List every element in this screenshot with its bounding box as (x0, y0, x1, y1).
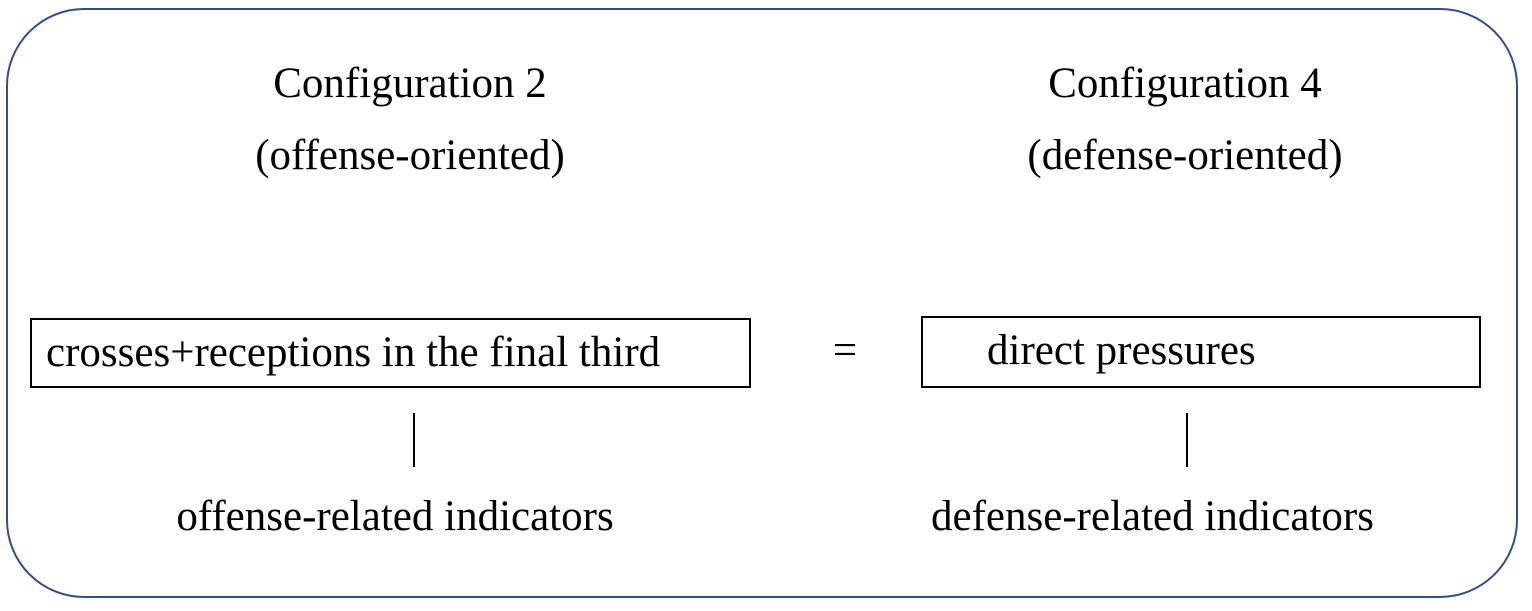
configuration-2-heading: Configuration 2 (offense-oriented) (210, 48, 610, 192)
configuration-2-title: Configuration 2 (273, 60, 547, 107)
equals-sign: = (832, 327, 858, 374)
configuration-4-subtitle: (defense-oriented) (1027, 132, 1343, 179)
defense-indicator-label: defense-related indicators (931, 493, 1374, 540)
defense-connector-line (1186, 413, 1188, 467)
offense-indicator-label: offense-related indicators (176, 493, 614, 540)
configuration-4-title: Configuration 4 (1048, 60, 1322, 107)
defense-variable-box: direct pressures (921, 316, 1481, 388)
offense-variable-box: crosses+receptions in the final third (30, 318, 751, 388)
configuration-2-subtitle: (offense-oriented) (255, 132, 565, 179)
offense-connector-line (413, 413, 415, 467)
configuration-4-heading: Configuration 4 (defense-oriented) (980, 48, 1390, 192)
diagram-frame (6, 8, 1518, 598)
